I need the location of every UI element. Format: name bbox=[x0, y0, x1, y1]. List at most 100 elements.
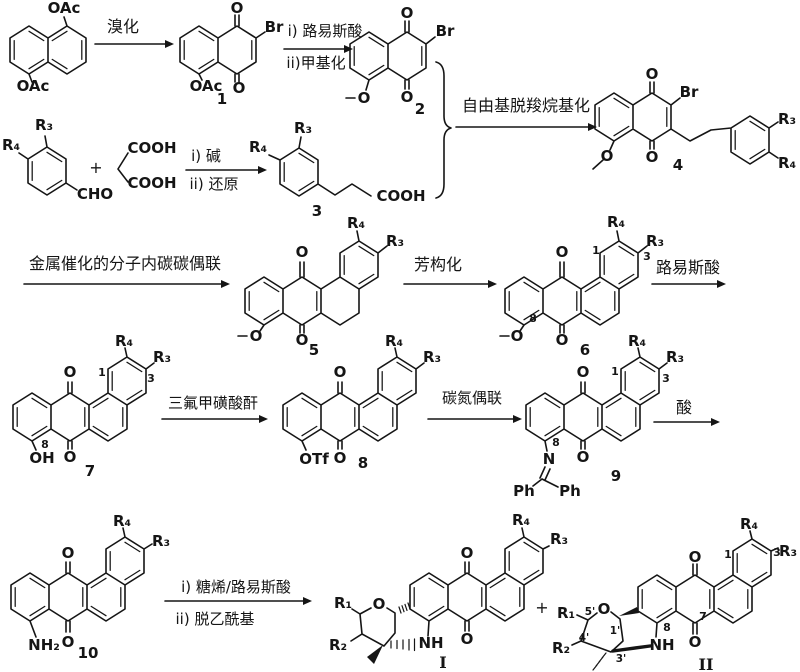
c6-skeleton bbox=[499, 230, 648, 337]
arrowhead-icon bbox=[221, 280, 230, 288]
c8-r3-label: R₃ bbox=[423, 348, 441, 366]
c5-o-top-label: O bbox=[296, 243, 309, 261]
cI-r4-label: R₄ bbox=[512, 511, 530, 529]
arrow-glycosylation: i) 糖烯/路易斯酸 ii) 脱乙酰基 bbox=[164, 578, 312, 628]
c2-inner-bonds bbox=[353, 36, 423, 76]
cI-ring-o-label: O bbox=[373, 595, 386, 613]
cI-nh-label: NH bbox=[418, 634, 443, 652]
c4-r3-label: R₃ bbox=[778, 110, 796, 128]
bromination-label: 溴化 bbox=[107, 17, 139, 36]
cII-bold-cn-bond bbox=[611, 644, 652, 653]
c10-number: 10 bbox=[78, 644, 99, 662]
c8-o-top-label: O bbox=[334, 363, 347, 381]
c1-o-bottom-label: O bbox=[233, 79, 246, 97]
plus-sign-1: + bbox=[89, 158, 102, 177]
compound-diacetoxynaphthalene: OAc OAc bbox=[9, 0, 87, 95]
c4-r4-label: R₄ bbox=[778, 154, 796, 172]
c8-o-bottom-label: O bbox=[334, 449, 347, 467]
cI-inner-bonds bbox=[413, 541, 540, 617]
aromatization-label: 芳构化 bbox=[414, 255, 462, 274]
c6-r4-label: R₄ bbox=[607, 213, 625, 231]
cII-c3-prime-label: 3' bbox=[616, 653, 627, 665]
c3-skeleton bbox=[268, 136, 372, 197]
c6-methoxy-o-label: O bbox=[511, 327, 524, 345]
curly-brace bbox=[435, 61, 452, 199]
cII-position-3-label: 3 bbox=[773, 546, 781, 559]
c10-o-top-label: O bbox=[62, 544, 75, 562]
c4-br-label: Br bbox=[680, 83, 699, 101]
c4-skeleton bbox=[592, 81, 779, 170]
c7-oh-label: OH bbox=[29, 449, 54, 467]
c4-methoxy-o-label: O bbox=[601, 147, 614, 165]
cII-inner-bonds bbox=[641, 543, 768, 619]
malonic-skeleton bbox=[117, 152, 129, 183]
compound-3: R₃ R₄ COOH 3 bbox=[249, 119, 426, 220]
compound-7: O OH O R₄ R₃ 1 3 8 7 bbox=[12, 332, 171, 480]
c3-inner-bonds bbox=[283, 152, 315, 192]
c10-o-bottom-label: O bbox=[62, 633, 75, 651]
arrowhead-icon bbox=[488, 280, 497, 288]
cI-r1-label: R₁ bbox=[334, 594, 352, 612]
cI-r3-label: R₃ bbox=[550, 530, 568, 548]
arrow-bromination: 溴化 bbox=[94, 17, 174, 48]
sm-oac-top-label: OAc bbox=[48, 0, 81, 17]
c4-inner-bonds bbox=[598, 97, 766, 160]
c2-o-bottom-label: O bbox=[401, 88, 414, 106]
cII-anomeric-wedge bbox=[619, 607, 639, 616]
arrow-triflic-anhydride: 三氟甲磺酸酐 bbox=[161, 394, 268, 423]
compound-benzaldehyde: R₃ R₄ CHO bbox=[2, 116, 113, 203]
c5-inner-bonds bbox=[248, 245, 375, 321]
arrow-lewis-methylation: i) 路易斯酸 ii)甲基化 bbox=[283, 22, 363, 72]
cI-skeleton bbox=[350, 527, 550, 647]
arrowhead-icon bbox=[711, 418, 720, 426]
cI-o-bottom-label: O bbox=[461, 630, 474, 648]
c7-number: 7 bbox=[85, 462, 95, 480]
c7-position-3-label: 3 bbox=[147, 372, 155, 385]
c8-otf-label: OTf bbox=[299, 450, 329, 468]
cn-coupling-label: 碳氮偶联 bbox=[442, 389, 502, 407]
malonic-cooh-top-label: COOH bbox=[127, 139, 176, 157]
c9-r4-label: R₄ bbox=[628, 332, 646, 350]
benzaldehyde-inner-bonds bbox=[31, 151, 63, 191]
arrowhead-icon bbox=[259, 415, 268, 423]
cI-number: I bbox=[439, 653, 446, 672]
c9-ph-left-label: Ph bbox=[513, 482, 535, 500]
c4-number: 4 bbox=[673, 156, 683, 174]
c7-r4-label: R₄ bbox=[115, 332, 133, 350]
c2-methoxy-o-label: O bbox=[358, 89, 371, 107]
compound-8: O OTf O R₄ R₃ 8 bbox=[282, 332, 441, 472]
cI-methyl-wedge bbox=[367, 645, 383, 664]
radical-alkylation-label: 自由基脱羧烷基化 bbox=[462, 96, 590, 115]
benzaldehyde-skeleton bbox=[18, 135, 78, 196]
compound-product-I: O O R₄ R₃ NH R₁ R₂ O I bbox=[329, 511, 568, 672]
cII-o-top-label: O bbox=[689, 548, 702, 566]
c2-skeleton bbox=[345, 20, 436, 99]
sm-oac-bottom-label: OAc bbox=[17, 77, 50, 95]
c1-number: 1 bbox=[217, 90, 227, 108]
c1-br-label: Br bbox=[265, 18, 284, 36]
c9-position-3-label: 3 bbox=[662, 372, 670, 385]
c8-skeleton bbox=[282, 347, 425, 451]
benzaldehyde-r4-label: R₄ bbox=[2, 136, 20, 154]
c9-skeleton bbox=[525, 347, 668, 488]
c7-o-bottom-label: O bbox=[64, 448, 77, 466]
arrowhead-icon bbox=[513, 415, 522, 423]
cII-skeleton bbox=[571, 530, 779, 653]
cII-position-1-label: 1 bbox=[724, 548, 732, 561]
glycal-step-label: i) 糖烯/路易斯酸 bbox=[181, 578, 291, 596]
c9-r3-label: R₃ bbox=[666, 348, 684, 366]
c1-o-top-label: O bbox=[231, 0, 244, 17]
lewis-acid-step-label: i) 路易斯酸 bbox=[288, 22, 363, 40]
c7-position-1-label: 1 bbox=[98, 366, 106, 379]
arrow-metal-coupling: 金属催化的分子内碳碳偶联 bbox=[23, 254, 230, 288]
c5-skeleton bbox=[237, 230, 388, 337]
c9-o-bottom-label: O bbox=[577, 448, 590, 466]
triflic-anhydride-label: 三氟甲磺酸酐 bbox=[168, 394, 258, 412]
c9-position-1-label: 1 bbox=[611, 365, 619, 378]
c9-o-top-label: O bbox=[577, 363, 590, 381]
cII-r3-label: R₃ bbox=[779, 542, 797, 560]
c9-inner-bonds bbox=[529, 361, 656, 437]
c6-r3-label: R₃ bbox=[646, 232, 664, 250]
arrowhead-icon bbox=[303, 597, 312, 605]
c5-r4-label: R₄ bbox=[347, 214, 365, 232]
